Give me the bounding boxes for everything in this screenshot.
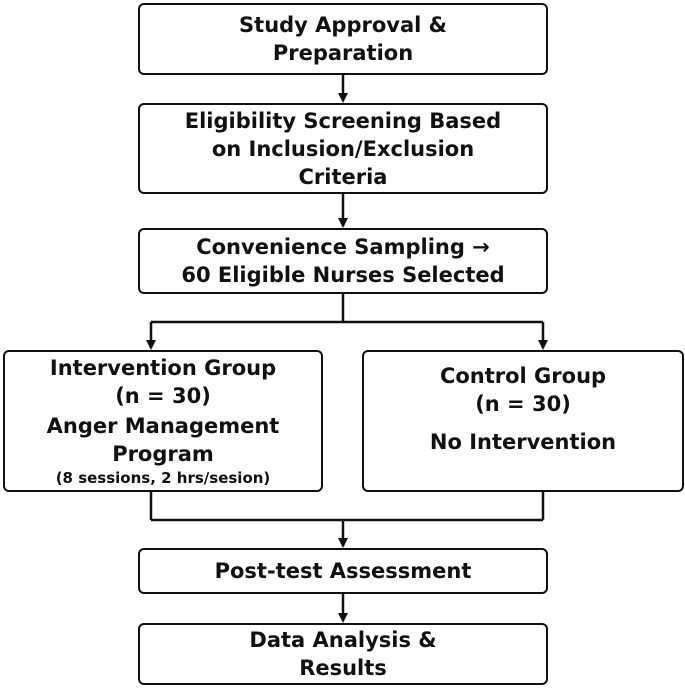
- sampling-line2: 60 Eligible Nurses Selected: [181, 263, 505, 287]
- eligibility-line2: on Inclusion/Exclusion: [211, 136, 475, 161]
- intervention-title: Intervention Group: [49, 356, 277, 380]
- approval-line1: Study Approval &: [239, 13, 447, 37]
- box-control-group: Control Group (n = 30) No Intervention: [362, 350, 684, 492]
- control-title: Control Group: [439, 364, 607, 388]
- posttest-label: Post-test Assessment: [214, 559, 472, 583]
- box-posttest-assessment: Post-test Assessment: [138, 548, 548, 594]
- intervention-program-line1: Anger Management: [46, 414, 280, 438]
- control-n: (n = 30): [475, 392, 571, 416]
- intervention-n: (n = 30): [115, 384, 211, 408]
- sampling-line1: Convenience Sampling →: [196, 235, 490, 259]
- box-convenience-sampling: Convenience Sampling → 60 Eligible Nurse…: [138, 228, 548, 294]
- control-program: No Intervention: [429, 430, 617, 454]
- analysis-line2: Results: [299, 656, 387, 680]
- approval-line2: Preparation: [272, 41, 414, 65]
- intervention-detail: (8 sessions, 2 hrs/sesion): [55, 469, 271, 487]
- box-eligibility-screening: Eligibility Screening Based on Inclusion…: [138, 103, 548, 194]
- eligibility-line1: Eligibility Screening Based: [184, 108, 502, 133]
- box-data-analysis: Data Analysis & Results: [138, 623, 548, 685]
- box-intervention-group: Intervention Group (n = 30) Anger Manage…: [3, 350, 323, 492]
- eligibility-line3: Criteria: [298, 164, 388, 189]
- box-study-approval: Study Approval & Preparation: [138, 3, 548, 75]
- analysis-line1: Data Analysis &: [249, 628, 437, 652]
- intervention-program-line2: Program: [112, 442, 214, 466]
